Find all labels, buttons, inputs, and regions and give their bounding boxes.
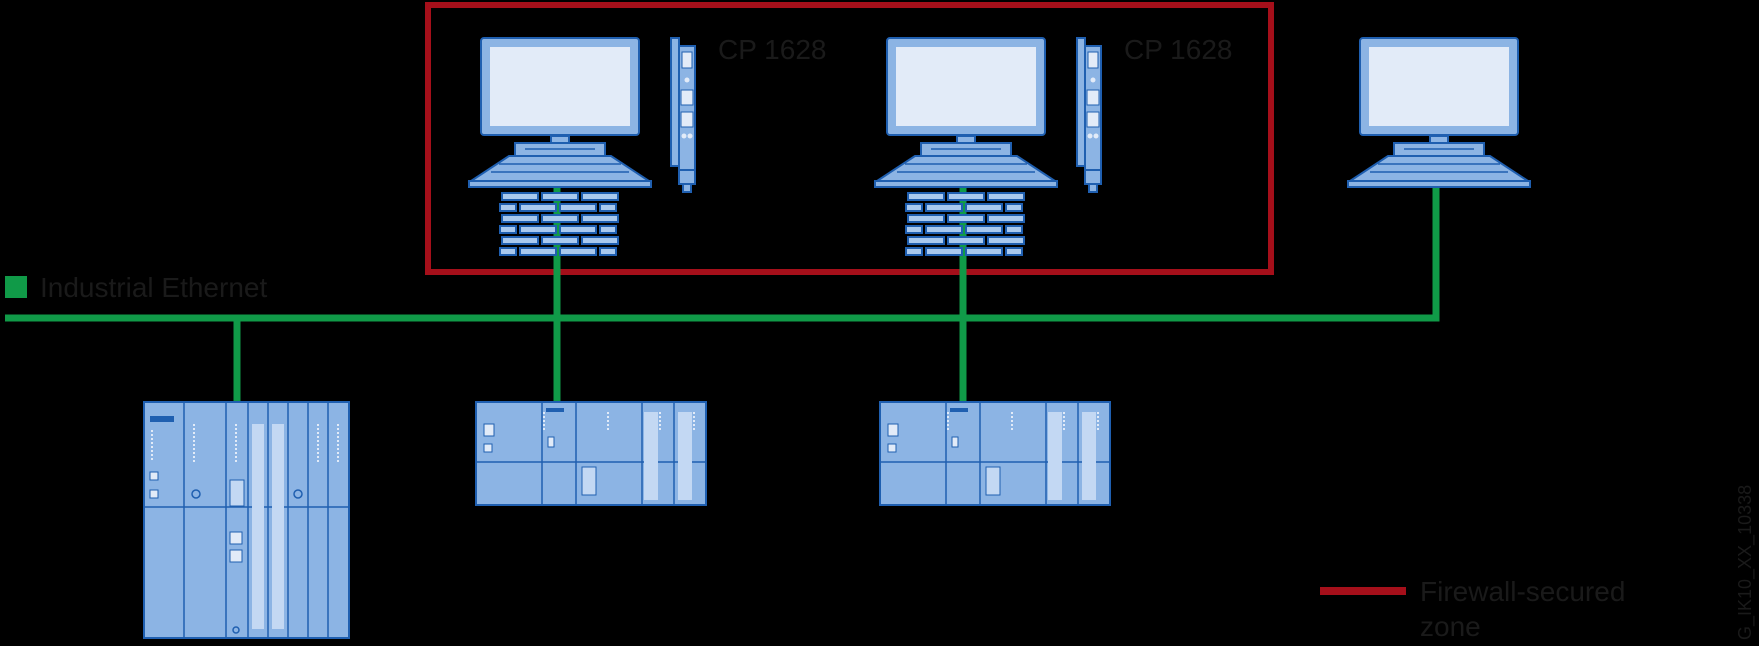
firewall-legend-label-line2: zone: [1420, 611, 1481, 642]
firewall-zone-frame: [425, 2, 1274, 275]
pc-icon: [874, 37, 1058, 188]
plc-rack-icon: [143, 401, 350, 639]
ethernet-legend-label: Industrial Ethernet: [40, 272, 267, 303]
figure-id-label: G_IK10_XX_10338: [1735, 485, 1756, 640]
plc-rack-icon: [879, 401, 1111, 506]
cp1628-card-icon: [670, 37, 696, 193]
plc-rack-icon: [475, 401, 707, 506]
cp1628-card-icon: [1076, 37, 1102, 193]
cp1628-label-2: CP 1628: [1124, 34, 1232, 65]
ethernet-bus-line: [5, 188, 1440, 322]
cp1628-label-1: CP 1628: [718, 34, 826, 65]
pc-icon: [468, 37, 652, 188]
ethernet-legend-swatch: [5, 276, 27, 298]
firewall-legend-label-line1: Firewall-secured: [1420, 576, 1625, 607]
pc-icon: [1347, 37, 1531, 188]
